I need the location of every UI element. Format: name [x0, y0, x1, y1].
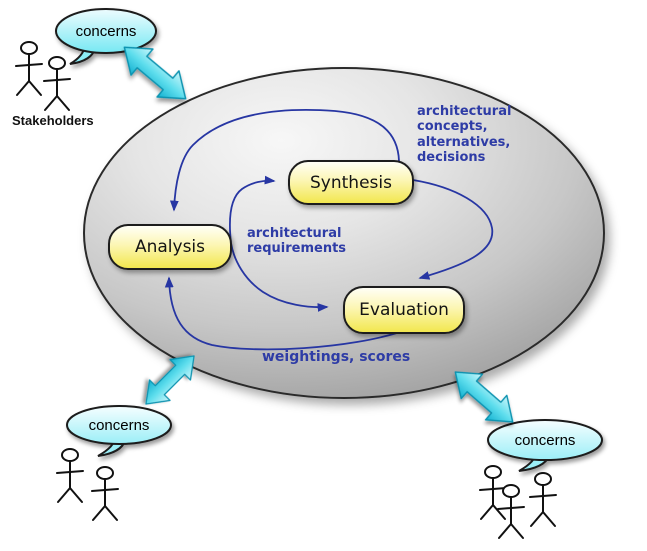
stakeholder-figure — [497, 484, 525, 539]
concerns-text-bottom-right: concerns — [514, 432, 576, 449]
flow-arrow-analysis-to-synthesis — [229, 175, 276, 244]
stakeholder-figure — [529, 472, 557, 527]
flow-arrow-synthesis-to-evaluation — [412, 179, 494, 280]
concerns-text-top: concerns — [75, 23, 137, 40]
stakeholder-group-bottom-left — [56, 448, 119, 521]
stakeholder-group-top-left — [15, 41, 71, 111]
flow-arrows — [164, 109, 494, 351]
flow-arrow-synthesis-to-analysis — [169, 109, 400, 212]
speech-bubbles — [55, 8, 603, 472]
stakeholder-figure — [15, 41, 43, 96]
flow-arrow-analysis-to-evaluation — [230, 242, 329, 312]
stakeholder-figures — [15, 41, 557, 539]
stakeholder-figure — [479, 465, 507, 520]
speech-bubble-bottom-right — [487, 419, 603, 472]
stakeholders-caption: Stakeholders — [12, 113, 94, 128]
node-synthesis: Synthesis — [288, 160, 414, 205]
label-weightings-scores: weightings, scores — [262, 349, 411, 365]
label-architectural-concepts: architectural concepts, alternatives, de… — [417, 104, 512, 165]
speech-bubble-bottom-left — [66, 405, 172, 457]
flow-arrow-evaluation-to-analysis — [164, 276, 404, 351]
node-evaluation: Evaluation — [343, 286, 465, 334]
concerns-text-bottom-left: concerns — [88, 417, 150, 434]
node-analysis: Analysis — [108, 224, 232, 270]
speech-bubble-top — [55, 8, 157, 65]
stakeholder-figure — [56, 448, 84, 503]
label-architectural-requirements: architectural requirements — [247, 226, 347, 257]
stakeholder-group-bottom-right — [479, 465, 557, 539]
stakeholder-figure — [91, 466, 119, 521]
stakeholder-figure — [43, 56, 71, 111]
design-process-ellipse — [83, 67, 605, 399]
